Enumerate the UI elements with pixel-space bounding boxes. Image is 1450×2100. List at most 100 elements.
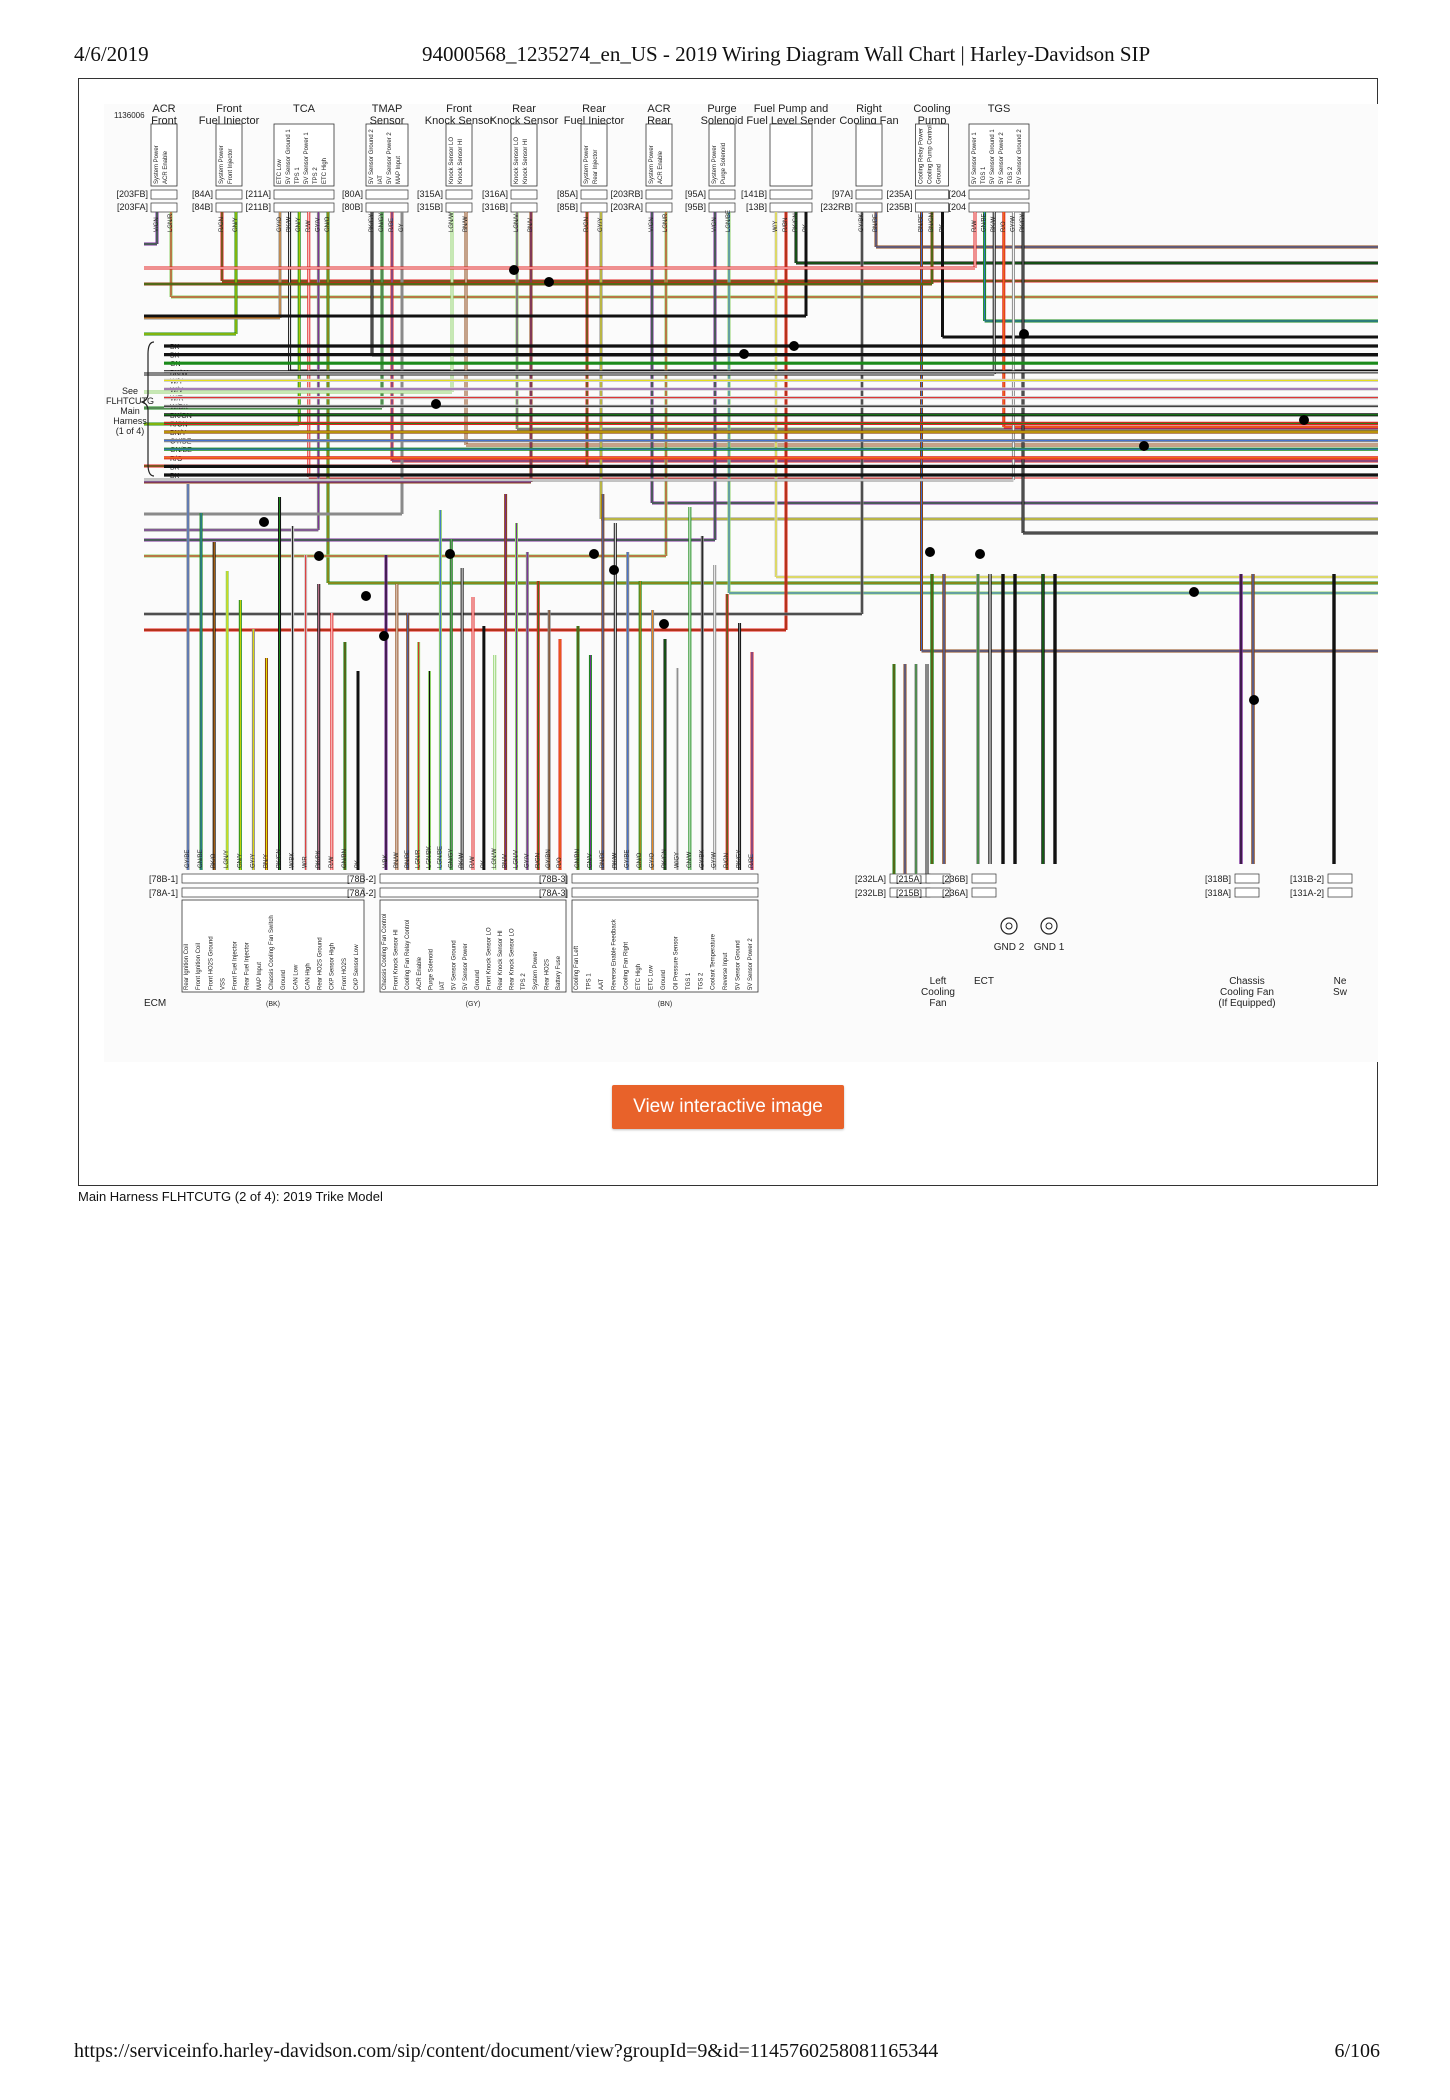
- wire-code-label: LGN/R: [663, 213, 669, 232]
- connector-box: [1234, 887, 1260, 898]
- ecm-wire-code: W/BK: [290, 853, 296, 868]
- ecm-pin-label: Ground: [281, 970, 287, 990]
- ecm-pin-label: Rear Knock Sensor LO: [510, 928, 516, 990]
- connector-label: [80B]: [342, 202, 363, 212]
- ecm-connector-label: [78B-1]: [149, 874, 178, 884]
- component-pin-label: Knock Sensor HI: [523, 139, 529, 184]
- connector-box: [968, 202, 1030, 213]
- wire-code-label: GN/Y: [296, 217, 302, 232]
- connector-label: [80A]: [342, 189, 363, 199]
- ecm-pin-label: Chassis Cooling Fan Control: [382, 914, 388, 990]
- ecm-wire-code: GN/BE: [198, 849, 204, 868]
- ecm-wire-code: BN/BE: [600, 850, 606, 868]
- ecm-pin-label: Coolant Temperature: [711, 933, 717, 990]
- connector-label: [315A]: [417, 189, 443, 199]
- bottom-component-label: Cooling: [921, 987, 955, 998]
- figure-id: 1136006: [114, 111, 145, 120]
- wire-code-label: R/GN: [584, 217, 590, 232]
- component-label: Fuel Pump and: [754, 104, 829, 115]
- connector-label: [95B]: [685, 202, 706, 212]
- connector-label: [211B]: [246, 202, 271, 212]
- wire-code-label: BN/BE: [919, 214, 925, 232]
- connector-box: [915, 202, 949, 213]
- wire-code-label: R/BE: [389, 218, 395, 232]
- connector-label: [236A]: [942, 888, 968, 898]
- connector-label: [235A]: [886, 189, 912, 199]
- component-pin-box: [273, 123, 335, 187]
- component-pin-label: TGS 1: [981, 166, 987, 184]
- ecm-pin-label: ETC High: [636, 964, 642, 990]
- component-pin-label: MAP Input: [396, 156, 402, 184]
- component-label: ACR: [152, 104, 175, 115]
- ecm-pin-label: CKP Sensor High: [330, 943, 336, 990]
- connector-box: [150, 202, 178, 213]
- bottom-component-label: Left: [930, 976, 947, 987]
- ecm-pin-label: Oil Pressure Sensor: [673, 936, 679, 990]
- ecm-wire-code: BK/GN: [662, 849, 668, 868]
- component-pin-label: ETC High: [322, 158, 328, 184]
- bottom-component-label: Sw: [1333, 987, 1348, 998]
- connector-box: [708, 202, 736, 213]
- connector-label: [204: [948, 202, 966, 212]
- splice-dot: [544, 277, 554, 287]
- ecm-pin-label: Front Knock Sensor HI: [394, 929, 400, 990]
- connector-label: [315B]: [417, 202, 443, 212]
- ecm-pin-label: CAN Low: [293, 964, 299, 990]
- wire-code-label: V/GN: [154, 217, 160, 232]
- component-pin-label: TGS 2: [1008, 166, 1014, 184]
- component-pin-label: IAT: [378, 175, 384, 184]
- ecm-pin-label: IAT: [440, 981, 446, 990]
- ecm-label: ECM: [144, 998, 166, 1009]
- splice-dot: [509, 265, 519, 275]
- wire-code-label: V/GN: [649, 217, 655, 232]
- wire-code-label: BK: [803, 224, 809, 232]
- connector-label: [203FB]: [116, 189, 148, 199]
- connector-box: [1234, 873, 1260, 884]
- ecm-pin-label: Reverse Input: [723, 952, 729, 990]
- view-interactive-image-button[interactable]: View interactive image: [612, 1085, 844, 1129]
- ecm-pin-label: Front HO2S Ground: [208, 936, 214, 990]
- wire-code-label: R/W: [972, 220, 978, 232]
- harness-reference-label: Harness: [113, 416, 147, 426]
- component-pin-box: [645, 123, 673, 187]
- ecm-wire-code: BN/Y: [263, 854, 269, 868]
- splice-dot: [739, 349, 749, 359]
- connector-label: [203FA]: [117, 202, 148, 212]
- connector-label: [84A]: [192, 189, 213, 199]
- ground-terminal-icon: [1005, 922, 1013, 930]
- splice-dot: [314, 551, 324, 561]
- wire-code-label: BN/V: [528, 218, 534, 232]
- ecm-pin-label: Cooling Fan Right: [624, 942, 630, 990]
- wire-code-label: BK/W: [991, 216, 997, 232]
- component-pin-label: 5V Sensor Ground 1: [286, 129, 292, 184]
- component-pin-label: 5V Sensor Ground 1: [990, 129, 996, 184]
- splice-dot: [1299, 415, 1309, 425]
- ecm-connector-group: (GY): [466, 1001, 481, 1008]
- component-pin-label: Purge Solenoid: [721, 143, 727, 184]
- connector-box: [925, 887, 951, 898]
- wire-code-label: R/BN: [783, 218, 789, 232]
- bottom-component-label: Fan: [929, 998, 946, 1009]
- component-label: Front: [216, 104, 242, 115]
- ecm-pin-label: Purge Solenoid: [428, 949, 434, 990]
- ecm-pin-label: TGS 2: [698, 972, 704, 990]
- connector-label: [97A]: [832, 189, 853, 199]
- ecm-pin-label: Rear Knock Sensor HI: [498, 930, 504, 990]
- ground-label: GND 1: [1034, 942, 1065, 953]
- wire-code-label: GY/V: [315, 218, 321, 232]
- wire-code-label: GY/W: [1010, 216, 1016, 232]
- splice-dot: [1019, 329, 1029, 339]
- splice-dot: [659, 619, 669, 629]
- component-pin-label: 5V Sensor Power 1: [972, 132, 978, 184]
- component-label: TGS: [988, 104, 1011, 115]
- component-label: Knock Sensor: [490, 115, 559, 127]
- wire-code-label: BK/W: [287, 216, 293, 232]
- wire-code-label: GY/BK: [859, 214, 865, 232]
- splice-dot: [379, 631, 389, 641]
- ecm-wire-code: LGN/BE: [437, 846, 443, 868]
- component-label: TMAP: [372, 104, 403, 115]
- ecm-pin-label: Rear HO2S Ground: [318, 937, 324, 990]
- component-pin-box: [708, 123, 736, 187]
- wire-code-label: GY: [399, 223, 405, 232]
- connector-label: [211A]: [246, 189, 271, 199]
